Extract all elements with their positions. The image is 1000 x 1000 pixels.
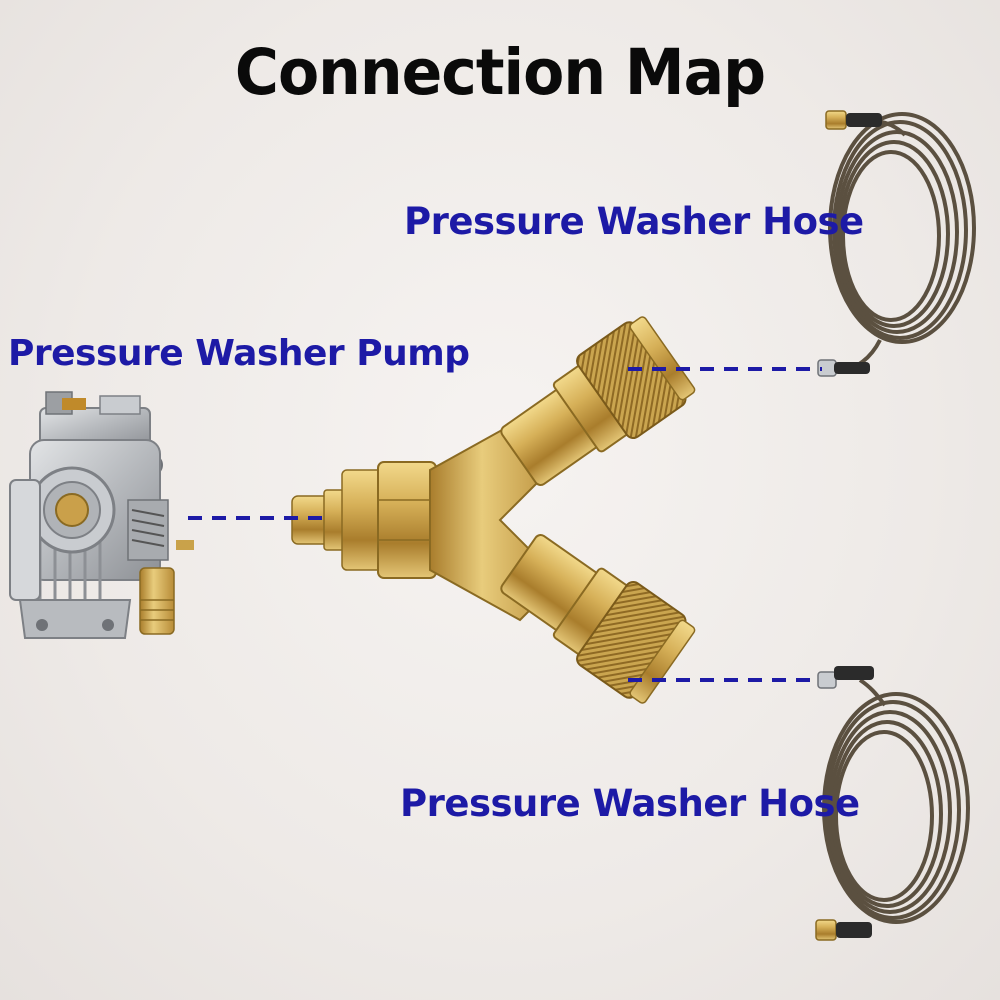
top-hose-label: Pressure Washer Hose — [404, 200, 864, 243]
pump-label: Pressure Washer Pump — [8, 333, 470, 374]
pressure-washer-pump-icon — [9, 391, 194, 639]
bottom-hose-label: Pressure Washer Hose — [400, 782, 860, 825]
hose-fitting-icon — [817, 110, 882, 377]
page-title: Connection Map — [234, 36, 766, 110]
hose-fitting-icon — [815, 666, 874, 941]
y-splitter-connector-icon — [291, 316, 696, 704]
coiled-hose-icon — [828, 112, 976, 372]
coiled-hose-icon — [822, 678, 970, 932]
